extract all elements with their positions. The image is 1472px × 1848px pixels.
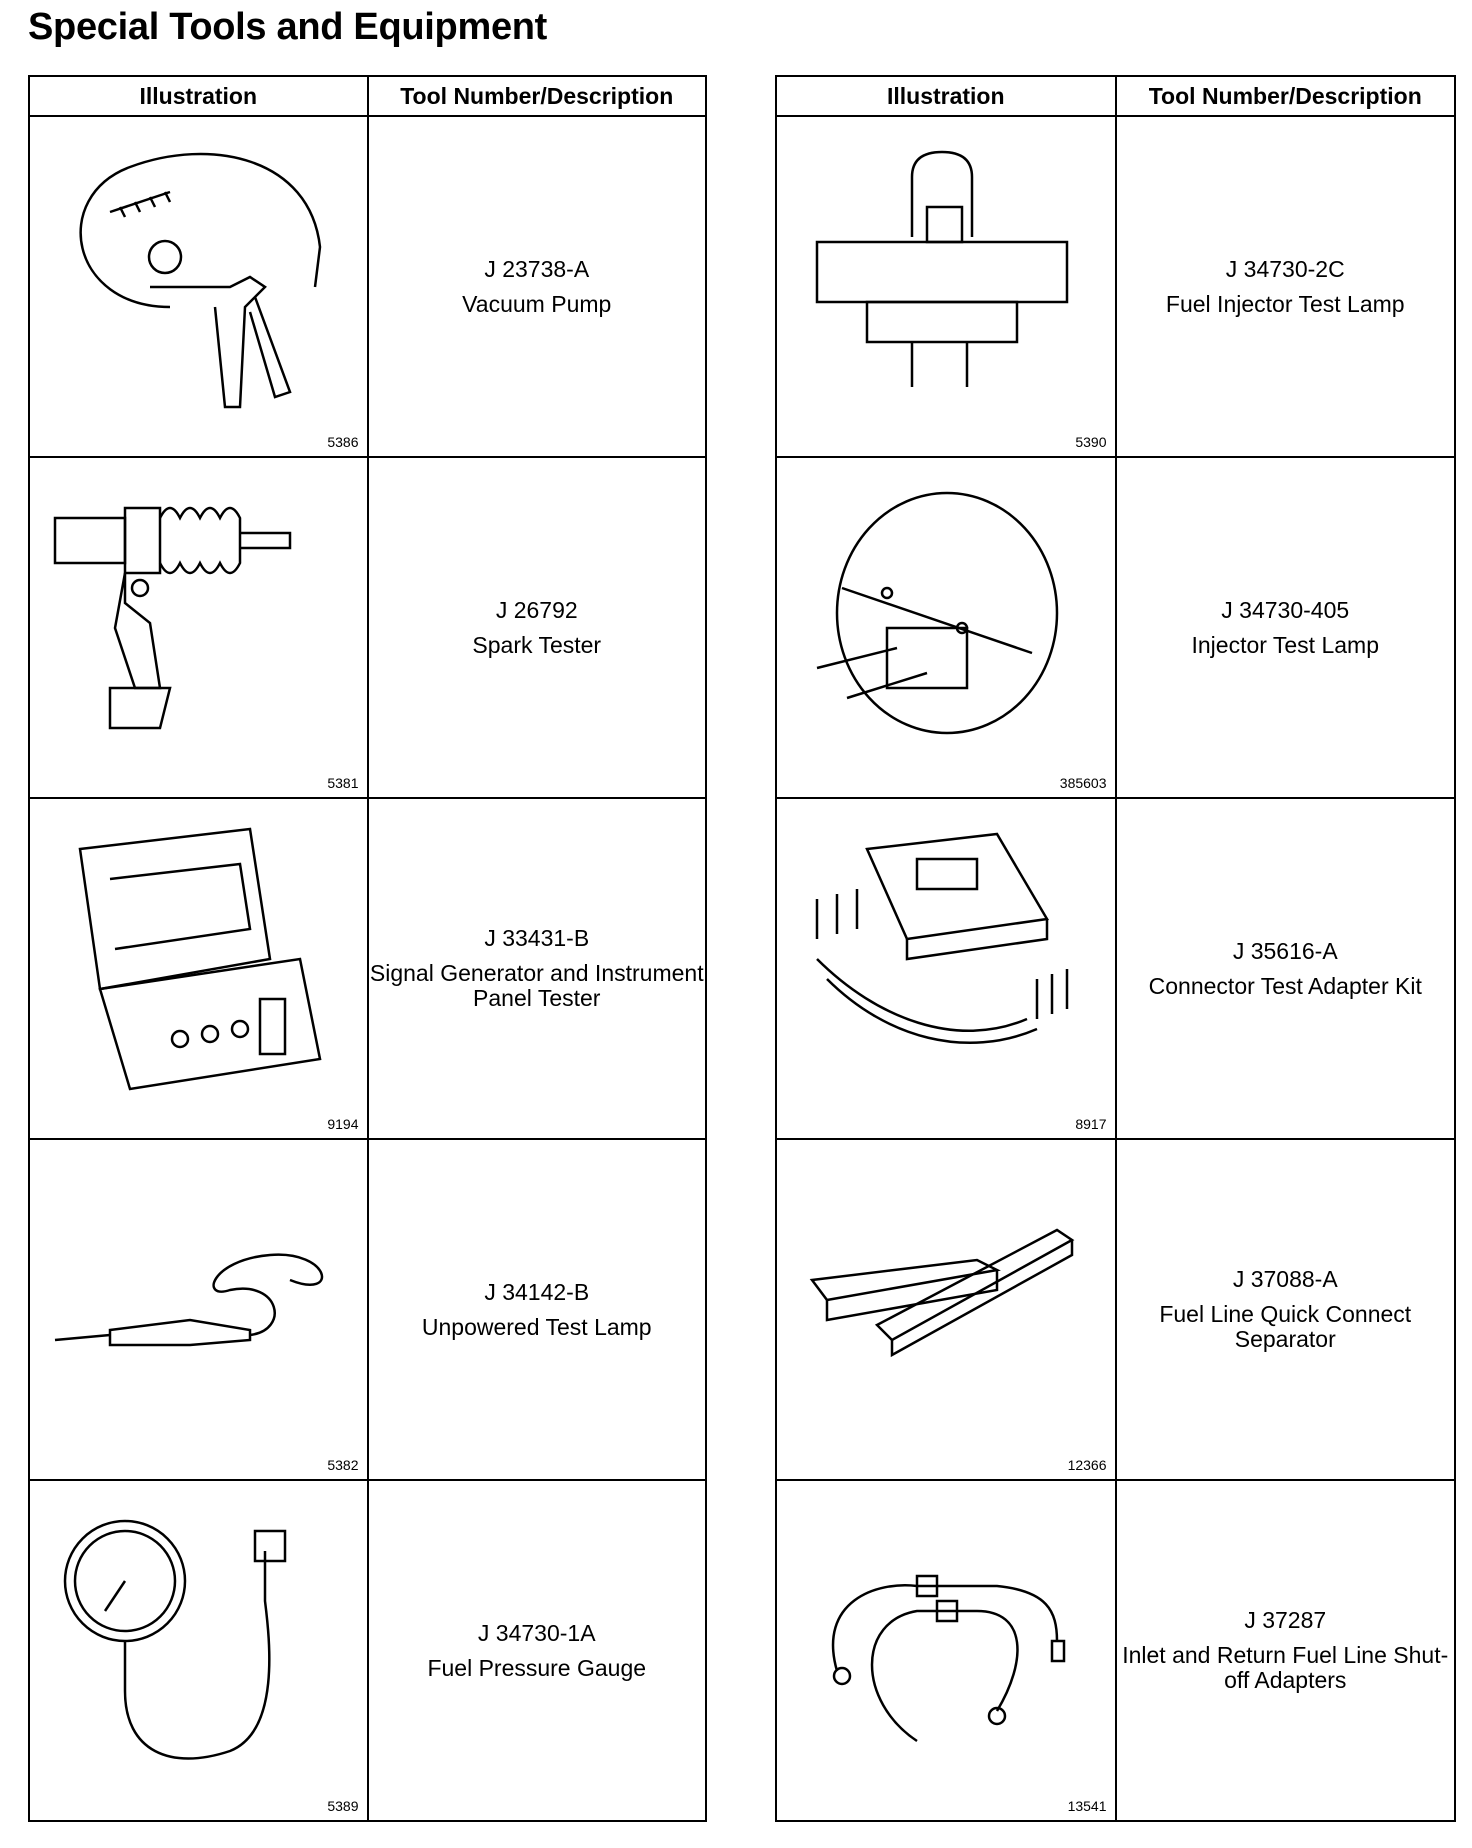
figure-number: 8917 (1075, 1116, 1107, 1132)
figure-number: 9194 (327, 1116, 359, 1132)
adapter-kit-icon: 8917 (775, 797, 1117, 1140)
tool-description: Fuel Injector Test Lamp (1165, 290, 1405, 317)
tool-number: J 34730-405 (1221, 596, 1350, 623)
table-row: 5389 J 34730-1A Fuel Pressure Gauge (28, 1479, 707, 1822)
quick-connect-separator-icon: 12366 (775, 1138, 1117, 1481)
pressure-gauge-icon: 5389 (28, 1479, 369, 1822)
injector-test-lamp-icon: 5390 (775, 115, 1117, 458)
table-row: 12366 J 37088-A Fuel Line Quick Connect S… (775, 1138, 1456, 1481)
table-row: 5386 J 23738-A Vacuum Pump (28, 115, 707, 458)
figure-number: 5386 (327, 434, 359, 450)
tool-number: J 34142-B (484, 1278, 590, 1305)
tool-description: Inlet and Return Fuel Line Shut-off Adap… (1122, 1642, 1449, 1693)
page-title: Special Tools and Equipment (28, 6, 548, 48)
figure-number: 5390 (1075, 434, 1107, 450)
tool-number: J 37088-A (1232, 1266, 1338, 1292)
header-tool: Tool Number/Description (366, 75, 707, 117)
figure-number: 13541 (1067, 1798, 1107, 1814)
vacuum-pump-icon: 5386 (28, 115, 369, 458)
tool-description: Injector Test Lamp (1191, 631, 1379, 658)
tool-description: Vacuum Pump (462, 290, 612, 317)
figure-number: 385603 (1059, 775, 1107, 791)
tool-description: Signal Generator and Instrument Panel Te… (369, 960, 704, 1011)
tool-description: Unpowered Test Lamp (421, 1313, 652, 1340)
test-lamp-icon: 5382 (28, 1138, 369, 1481)
tool-number: J 34730-1A (477, 1619, 596, 1646)
tool-number: J 26792 (495, 596, 578, 623)
tool-description: Spark Tester (472, 631, 602, 658)
injector-lamp-round-icon: 385603 (775, 456, 1117, 799)
tool-description: Connector Test Adapter Kit (1148, 972, 1422, 999)
table-row: 5390 J 34730-2C Fuel Injector Test Lamp (775, 115, 1456, 458)
tools-table-left: Illustration Tool Number/Description 538… (28, 75, 707, 1822)
header-tool: Tool Number/Description (1114, 75, 1456, 117)
tool-number: J 35616-A (1232, 937, 1338, 964)
tool-number: J 34730-2C (1225, 255, 1345, 282)
table-row: 5382 J 34142-B Unpowered Test Lamp (28, 1138, 707, 1481)
tool-description: Fuel Pressure Gauge (427, 1654, 647, 1681)
tools-table-right: Illustration Tool Number/Description 539… (775, 75, 1456, 1822)
table-row: 9194 J 33431-B Signal Generator and Instr… (28, 797, 707, 1140)
figure-number: 12366 (1067, 1457, 1107, 1473)
shutoff-adapters-icon: 13541 (775, 1479, 1117, 1822)
figure-number: 5382 (327, 1457, 359, 1473)
spark-tester-icon: 5381 (28, 456, 369, 799)
tool-number: J 23738-A (484, 255, 590, 282)
signal-generator-case-icon: 9194 (28, 797, 369, 1140)
figure-number: 5389 (327, 1798, 359, 1814)
header-illustration: Illustration (775, 75, 1117, 117)
figure-number: 5381 (327, 775, 359, 791)
tool-number: J 37287 (1244, 1607, 1327, 1633)
tool-number: J 33431-B (484, 925, 590, 951)
tool-description: Fuel Line Quick Connect Separator (1159, 1301, 1412, 1352)
header-illustration: Illustration (28, 75, 369, 117)
table-row: 8917 J 35616-A Connector Test Adapter Kit (775, 797, 1456, 1140)
